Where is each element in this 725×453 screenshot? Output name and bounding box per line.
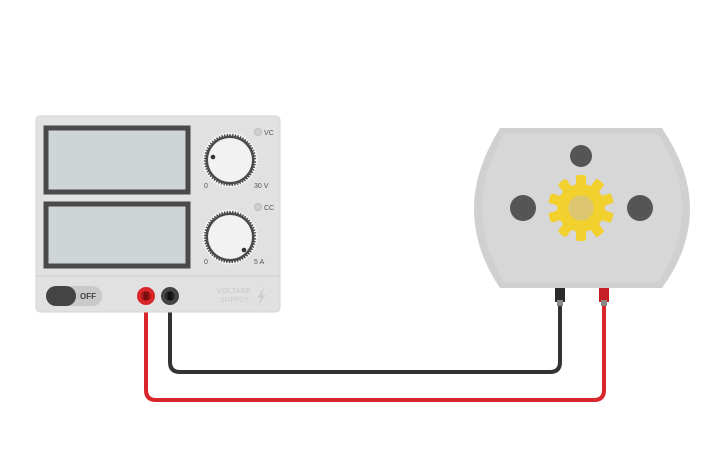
motor-positive-terminal[interactable] [599,288,609,306]
motor-hole-right [627,195,653,221]
voltage-knob-indicator [210,154,216,160]
power-switch[interactable]: OFF [46,286,102,306]
current-knob[interactable] [202,209,258,265]
motor-negative-terminal[interactable] [555,288,565,306]
voltage-max-label: 30 V [254,183,269,190]
negative-terminal[interactable] [161,287,179,305]
voltage-knob[interactable] [202,132,258,188]
positive-wire[interactable] [144,298,606,402]
current-max-label: 5 A [254,259,264,266]
vc-indicator-led [254,128,262,136]
cc-label: CC [264,205,274,212]
positive-terminal[interactable] [137,287,155,305]
gear-icon [548,175,614,241]
brand-line-2: SUPPLY [220,297,249,304]
current-min-label: 0 [204,259,208,266]
power-switch-label: OFF [80,292,96,301]
brand-line-1: VOLTAGE [217,288,251,295]
voltage-display [43,125,191,195]
current-knob-indicator [241,247,247,253]
dc-motor[interactable] [474,128,690,306]
motor-hole-top [570,145,592,167]
motor-hole-left [510,195,536,221]
power-supply[interactable]: 0 30 V VC 0 5 A CC OFF [35,115,281,313]
lightning-icon [257,287,266,306]
vc-label: VC [264,130,274,137]
negative-wire[interactable] [168,298,562,374]
switch-knob [46,286,76,306]
voltage-min-label: 0 [204,183,208,190]
cc-indicator-led [254,203,262,211]
current-display [43,201,191,269]
